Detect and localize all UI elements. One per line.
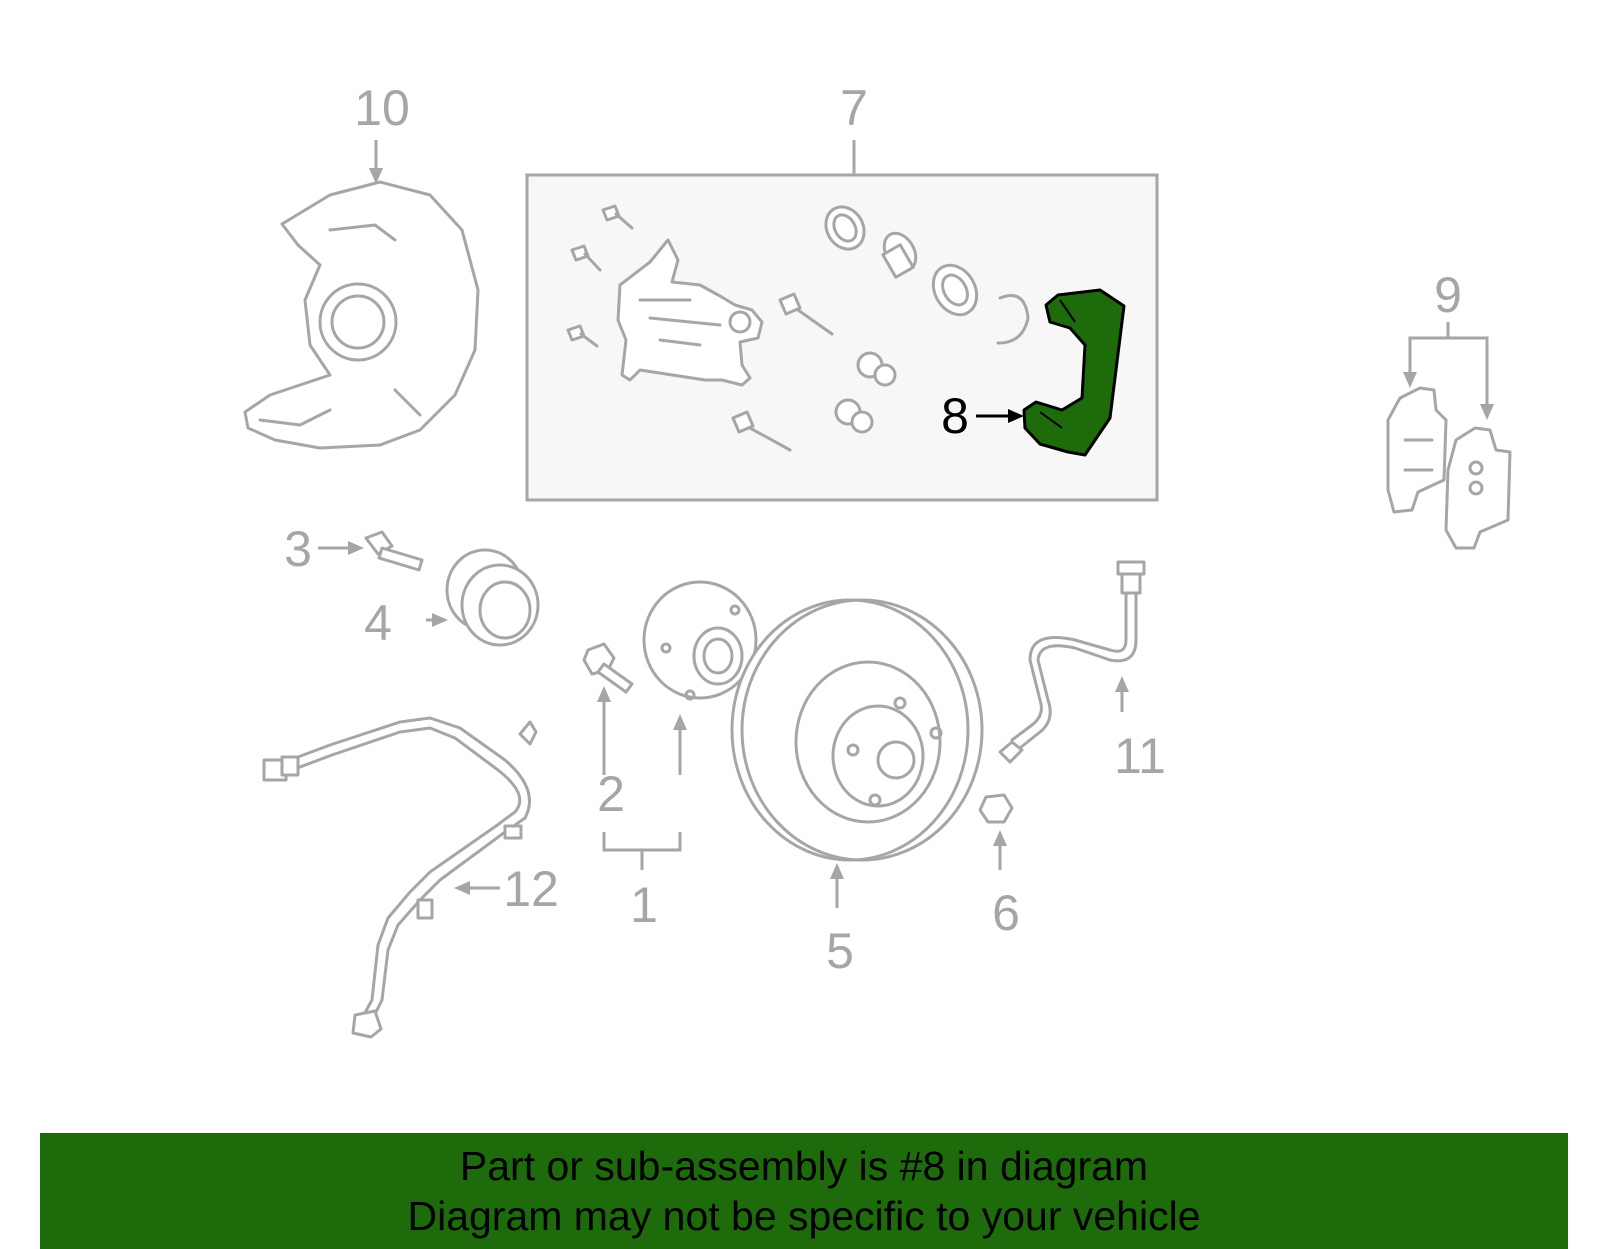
caliper-body	[616, 238, 764, 387]
callout-2: 2	[597, 766, 625, 822]
banner-line-1: Part or sub-assembly is #8 in diagram	[459, 1143, 1149, 1189]
brake-pads	[1386, 322, 1512, 550]
callout-1: 1	[630, 877, 658, 933]
callout-3: 3	[284, 521, 312, 577]
part-info-banner: Part or sub-assembly is #8 in diagram Di…	[40, 1133, 1568, 1249]
brake-hose	[998, 560, 1146, 764]
piston-seals	[824, 205, 1030, 434]
callout-5: 5	[826, 923, 854, 979]
banner-line-2: Diagram may not be specific to your vehi…	[407, 1193, 1201, 1239]
abs-sensor-cable	[262, 716, 538, 1039]
caliper-kit-group	[525, 140, 1159, 502]
callout-4: 4	[364, 595, 392, 651]
hub-bolt-and-bearing	[318, 530, 540, 647]
callout-6: 6	[992, 885, 1020, 941]
splash-shield	[243, 140, 480, 450]
callout-9: 9	[1434, 267, 1462, 323]
wheel-hub	[582, 580, 758, 870]
callout-7: 7	[840, 80, 868, 136]
callout-10: 10	[354, 80, 410, 136]
callout-12: 12	[503, 861, 559, 917]
caliper-bolts	[566, 204, 834, 452]
callout-11: 11	[1114, 728, 1166, 784]
caliper-bracket-highlight	[1022, 288, 1126, 457]
callout-8: 8	[941, 388, 969, 444]
lug-nut	[978, 793, 1014, 870]
brake-rotor	[730, 598, 984, 908]
